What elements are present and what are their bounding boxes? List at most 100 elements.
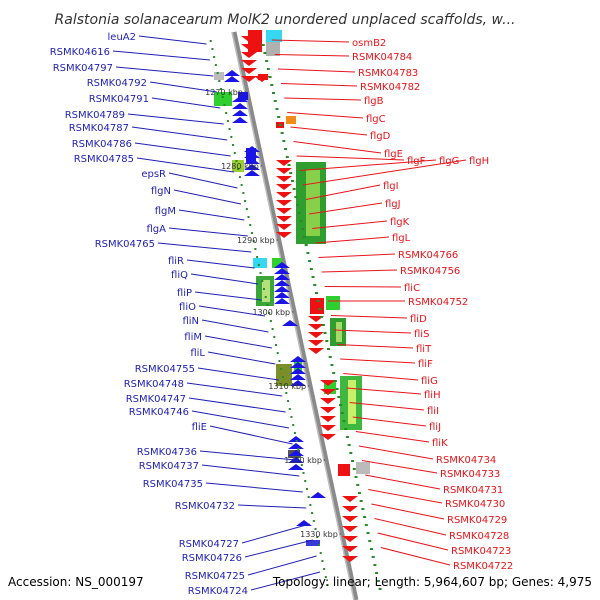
right-gene-label[interactable]: RSMK04766 (398, 250, 458, 261)
right-gene-label[interactable]: flgD (370, 131, 391, 142)
reverse-gene-arrow (308, 316, 324, 322)
right-label-connector (312, 220, 388, 229)
left-label-connector (149, 81, 217, 93)
left-gene-label[interactable]: RSMK04755 (135, 364, 195, 375)
right-gene-label[interactable]: flgB (364, 96, 384, 107)
position-tick (261, 44, 265, 46)
left-gene-label[interactable]: RSMK04746 (129, 407, 189, 418)
left-gene-label[interactable]: RSMK04736 (137, 447, 197, 458)
left-gene-label[interactable]: RSMK04735 (143, 479, 203, 490)
position-tick (277, 116, 281, 118)
left-label-connector (157, 242, 252, 253)
left-gene-label[interactable]: RSMK04786 (72, 139, 132, 150)
left-label-connector (186, 382, 283, 397)
left-gene-label[interactable]: epsR (141, 169, 166, 180)
right-gene-label[interactable]: flgG (439, 156, 459, 167)
position-tick (313, 284, 317, 286)
left-label-connector (241, 523, 310, 544)
left-gene-label[interactable]: flgA (147, 224, 167, 235)
reverse-gene-arrow (308, 324, 324, 330)
right-gene-label[interactable]: flgI (383, 181, 399, 192)
left-gene-label[interactable]: RSMK04797 (53, 63, 113, 74)
right-gene-label[interactable]: RSMK04730 (445, 499, 505, 510)
right-label-connector (361, 460, 438, 474)
left-gene-label[interactable]: RSMK04616 (50, 47, 110, 58)
right-gene-label[interactable]: fliC (404, 283, 420, 294)
position-tick (368, 540, 372, 542)
right-gene-label[interactable]: osmB2 (352, 38, 386, 49)
left-gene-label[interactable]: RSMK04791 (89, 94, 149, 105)
scale-label: 1270 kbp (205, 88, 243, 97)
position-tick (325, 340, 329, 342)
left-gene-label[interactable]: fliP (177, 288, 192, 299)
left-gene-label[interactable]: flgM (155, 206, 176, 217)
left-label-connector (173, 189, 242, 205)
right-gene-label[interactable]: RSMK04752 (408, 297, 468, 308)
left-gene-label[interactable]: fliL (190, 348, 205, 359)
right-gene-label[interactable]: RSMK04756 (400, 266, 460, 277)
reverse-gene-arrow (342, 536, 358, 542)
left-gene-label[interactable]: fliR (168, 256, 184, 267)
right-gene-label[interactable]: RSMK04733 (440, 469, 500, 480)
left-gene-label[interactable]: RSMK04792 (87, 78, 147, 89)
position-tick (309, 504, 312, 506)
right-gene-label[interactable]: flgC (366, 114, 386, 125)
left-gene-label[interactable]: RSMK04737 (139, 461, 199, 472)
right-gene-label[interactable]: fliF (418, 359, 433, 370)
right-gene-label[interactable]: fliD (410, 314, 427, 325)
scale-label: 1280 kbp (221, 162, 259, 171)
left-label-connector (112, 50, 211, 61)
forward-gene-arrow (274, 286, 290, 292)
right-gene-label[interactable]: RSMK04723 (451, 546, 511, 557)
forward-gene-arrow (290, 356, 306, 362)
left-gene-label[interactable]: RSMK04787 (69, 123, 129, 134)
right-label-connector (333, 329, 412, 334)
forward-gene-arrow (274, 280, 290, 286)
position-tick (304, 480, 307, 482)
forward-gene-arrow (244, 170, 260, 176)
right-gene-label[interactable]: fliJ (429, 422, 441, 433)
position-tick (288, 408, 291, 410)
left-gene-label[interactable]: RSMK04789 (65, 110, 125, 121)
right-gene-label[interactable]: RSMK04783 (358, 68, 418, 79)
left-gene-label[interactable]: RSMK04732 (175, 501, 235, 512)
left-gene-labels: leuA2RSMK04616RSMK04797RSMK04792RSMK0479… (50, 32, 321, 597)
right-gene-label[interactable]: RSMK04784 (352, 52, 412, 63)
left-gene-label[interactable]: RSMK04748 (124, 379, 184, 390)
left-gene-label[interactable]: leuA2 (108, 32, 136, 43)
left-gene-label[interactable]: flgN (151, 186, 171, 197)
right-gene-label[interactable]: RSMK04782 (360, 82, 420, 93)
right-gene-label[interactable]: RSMK04729 (447, 515, 507, 526)
right-gene-label[interactable]: RSMK04728 (449, 531, 509, 542)
right-gene-label[interactable]: RSMK04734 (436, 455, 496, 466)
left-gene-label[interactable]: fliO (179, 302, 196, 313)
right-gene-label[interactable]: flgL (392, 233, 411, 244)
left-gene-label[interactable]: RSMK04724 (188, 586, 248, 597)
right-gene-label[interactable]: flgE (384, 149, 403, 160)
left-gene-label[interactable]: fliE (192, 422, 207, 433)
left-label-connector (250, 571, 321, 591)
left-label-connector (136, 157, 235, 173)
right-gene-label[interactable]: fliI (427, 406, 439, 417)
right-gene-label[interactable]: RSMK04722 (453, 561, 513, 572)
left-gene-label[interactable]: RSMK04785 (74, 154, 134, 165)
right-gene-label[interactable]: flgK (390, 217, 410, 228)
left-gene-label[interactable]: RSMK04747 (126, 394, 186, 405)
left-gene-label[interactable]: RSMK04726 (182, 553, 242, 564)
right-gene-label[interactable]: fliS (414, 329, 429, 340)
right-gene-label[interactable]: fliT (416, 344, 432, 355)
right-gene-label[interactable]: fliG (421, 376, 438, 387)
left-gene-label[interactable]: RSMK04765 (95, 239, 155, 250)
right-gene-label[interactable]: fliH (424, 390, 441, 401)
position-tick (363, 516, 367, 518)
right-gene-label[interactable]: flgH (469, 156, 489, 167)
right-gene-label[interactable]: RSMK04731 (443, 485, 503, 496)
left-gene-label[interactable]: fliQ (171, 270, 188, 281)
right-gene-label[interactable]: fliK (432, 438, 448, 449)
left-gene-label[interactable]: RSMK04727 (179, 539, 239, 550)
left-gene-label[interactable]: RSMK04725 (185, 571, 245, 582)
left-gene-label[interactable]: fliN (182, 316, 199, 327)
right-gene-label[interactable]: flgJ (385, 199, 401, 210)
left-gene-label[interactable]: fliM (184, 332, 202, 343)
position-tick (245, 208, 248, 210)
